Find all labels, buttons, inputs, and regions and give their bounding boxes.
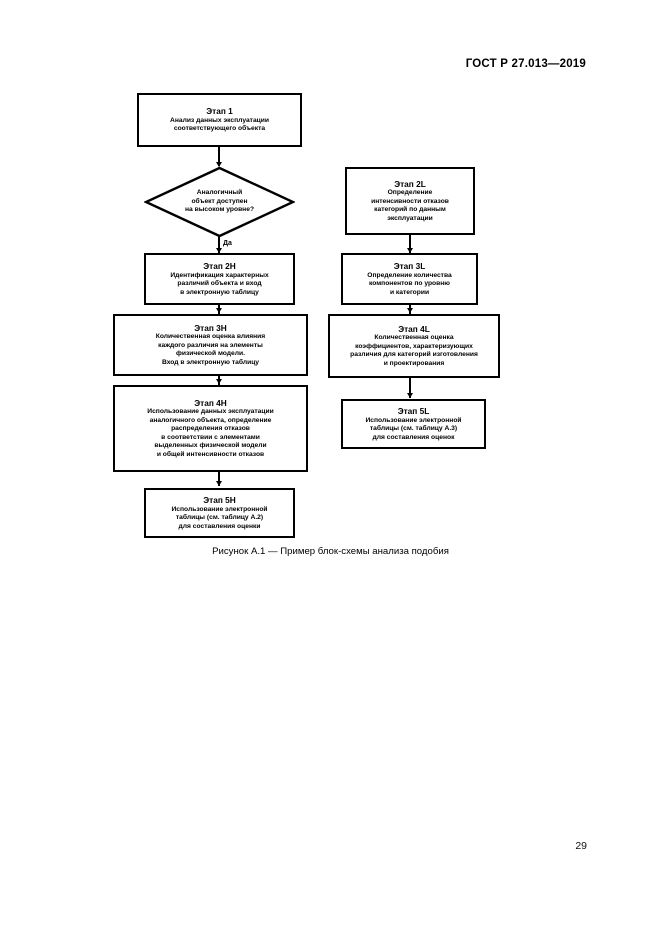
node-body: Идентификация характерных различий объек… xyxy=(170,272,268,297)
node-body-line: различий объекта и вход xyxy=(177,280,262,288)
connector-step1-to-decision xyxy=(218,147,221,166)
node-title: Этап 5L xyxy=(397,406,430,417)
connector-decision-to-step2h xyxy=(218,234,221,253)
node-body-line: Определение количества xyxy=(367,271,452,279)
arrowhead-step3l xyxy=(406,248,413,253)
node-body-line: соответствующего объекта xyxy=(173,125,266,133)
node-body-line: таблицы (см. таблицу А.3) xyxy=(369,425,458,433)
node-body-line: аналогичного объекта, определение xyxy=(149,416,272,424)
node-body-line: категорий по данным xyxy=(374,206,446,214)
node-title: Этап 5Н xyxy=(203,495,236,506)
node-body: Использование данных эксплуатации аналог… xyxy=(147,408,273,459)
node-title: Этап 4Н xyxy=(194,397,227,408)
node-body-line: и категории xyxy=(389,288,430,296)
node-body-line: физической модели. xyxy=(176,350,245,358)
arrowhead-step4h xyxy=(215,379,222,384)
flowchart-node-step5h: Этап 5Н Использование электронной таблиц… xyxy=(144,488,295,538)
connector-step4h-to-step5h xyxy=(218,472,221,486)
node-body-line: выделенных физической модели xyxy=(154,442,267,450)
node-title: Этап 2Н xyxy=(203,261,236,272)
flowchart-node-step4l: Этап 4L Количественная оценка коэффициен… xyxy=(328,314,500,378)
arrowhead-step5h xyxy=(215,481,222,486)
node-title: Этап 3L xyxy=(393,261,426,272)
node-body: Определение количества компонентов по ур… xyxy=(367,272,451,297)
node-body-line: компонентов по уровню xyxy=(368,280,450,288)
node-body-line: Идентификация характерных xyxy=(170,271,269,279)
arrowhead-step2h xyxy=(215,248,222,253)
flowchart-figure: Этап 1 Анализ данных эксплуатации соотве… xyxy=(113,93,500,557)
flowchart-node-step2h: Этап 2Н Идентификация характерных различ… xyxy=(144,253,295,305)
arrowhead-step3h xyxy=(215,308,222,313)
node-title: Этап 1 xyxy=(206,106,233,117)
figure-caption: Рисунок А.1 — Пример блок-схемы анализа … xyxy=(212,546,449,557)
decision-line: объект доступен xyxy=(191,197,248,205)
node-body-line: таблицы (см. таблицу А.2) xyxy=(175,514,264,522)
branch-label-yes: Да xyxy=(223,240,232,247)
node-body-line: Количественная оценка xyxy=(374,334,454,342)
node-body-line: в электронную таблицу xyxy=(180,288,259,296)
node-body-line: Анализ данных эксплуатации xyxy=(169,116,269,124)
node-body-line: в соответствии с элементами xyxy=(161,433,260,441)
node-body-line: для составления оценок xyxy=(372,433,455,441)
node-body: Использование электронной таблицы (см. т… xyxy=(171,506,267,531)
node-body: Количественная оценка коэффициентов, хар… xyxy=(350,334,478,368)
node-body-line: Использование электронной xyxy=(171,505,268,513)
node-body-line: Количественная оценка влияния xyxy=(155,333,266,341)
decision-diamond-shape xyxy=(144,166,295,238)
connector-step4l-to-step5l xyxy=(409,378,412,398)
node-body-line: и проектирования xyxy=(383,359,445,367)
arrowhead-step5l xyxy=(406,393,413,398)
node-title: Этап 4L xyxy=(398,323,430,334)
node-body: Анализ данных эксплуатации соответствующ… xyxy=(170,117,269,134)
node-body-line: Использование электронной xyxy=(365,416,462,424)
node-body-line: Вход в электронную таблицу xyxy=(161,358,260,366)
node-body: Использование электронной таблицы (см. т… xyxy=(365,417,461,442)
node-body-line: коэффициентов, характеризующих xyxy=(355,342,473,350)
connector-step2l-to-step3l xyxy=(409,235,412,253)
node-body: Количественная оценка влияния каждого ра… xyxy=(156,333,265,367)
node-body-line: распределения отказов xyxy=(171,425,250,433)
running-head-standard-number: ГОСТ Р 27.013—2019 xyxy=(465,58,586,70)
arrowhead-decision xyxy=(215,162,222,167)
node-body-line: различия для категорий изготовления xyxy=(350,351,478,359)
node-body: Определение интенсивности отказов катего… xyxy=(371,189,449,223)
flowchart-node-step3h: Этап 3Н Количественная оценка влияния ка… xyxy=(113,314,308,376)
flowchart-node-decision: Аналогичный объект доступен на высоком у… xyxy=(144,166,295,238)
flowchart-node-step2l: Этап 2L Определение интенсивности отказо… xyxy=(345,167,475,235)
flowchart-node-step4h: Этап 4Н Использование данных эксплуатаци… xyxy=(113,385,308,472)
flowchart-node-step3l: Этап 3L Определение количества компонент… xyxy=(341,253,478,305)
node-title: Этап 2L xyxy=(394,178,426,189)
page-number: 29 xyxy=(575,840,587,852)
decision-line: Аналогичный xyxy=(196,188,243,196)
node-body-line: интенсивности отказов xyxy=(371,197,449,205)
node-title: Этап 3Н xyxy=(194,322,227,333)
node-body-line: Определение xyxy=(387,189,433,197)
flowchart-node-step1: Этап 1 Анализ данных эксплуатации соотве… xyxy=(137,93,302,147)
node-body-line: каждого различия на элементы xyxy=(158,341,263,349)
decision-line: на высоком уровне? xyxy=(184,206,255,214)
arrowhead-step4l xyxy=(406,308,413,313)
node-body-line: Использование данных эксплуатации xyxy=(147,408,274,416)
node-body-line: эксплуатации xyxy=(387,214,433,222)
node-body-line: для составления оценки xyxy=(178,522,261,530)
decision-text: Аналогичный объект доступен на высоком у… xyxy=(144,166,295,238)
node-body-line: и общей интенсивности отказов xyxy=(156,450,265,458)
flowchart-node-step5l: Этап 5L Использование электронной таблиц… xyxy=(341,399,486,449)
